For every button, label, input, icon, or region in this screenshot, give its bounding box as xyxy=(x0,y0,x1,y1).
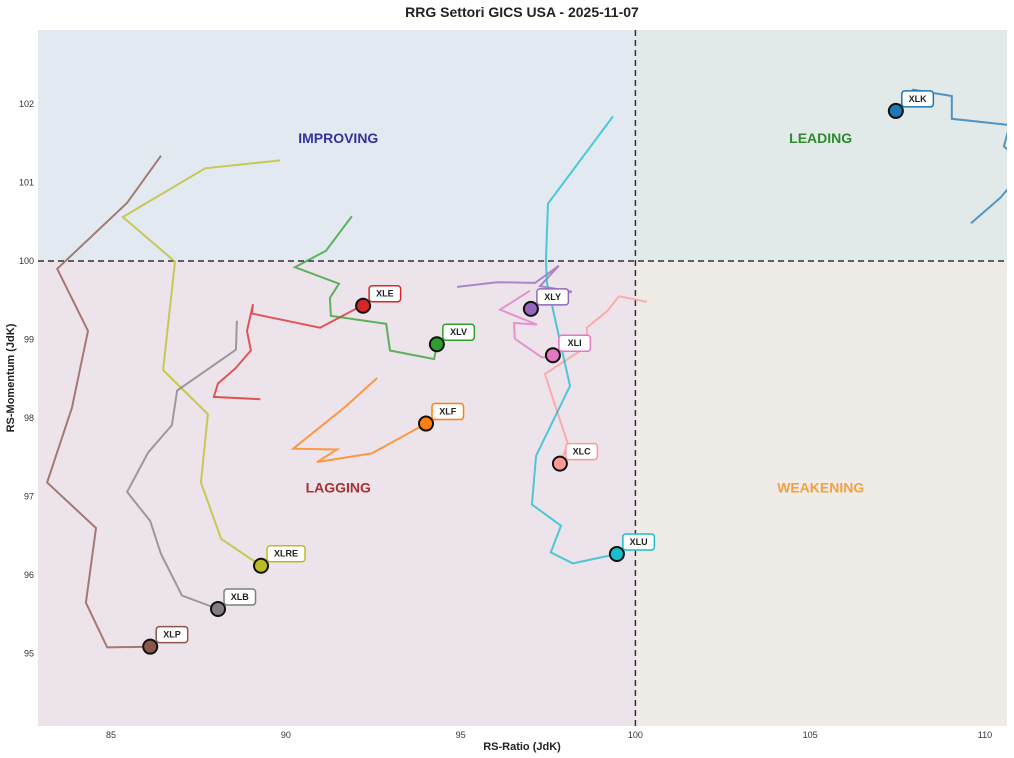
label-xlf: XLF xyxy=(439,407,457,417)
marker-xlre xyxy=(253,557,270,574)
quadrant-leading xyxy=(635,30,1007,261)
axis-ticks: 85 90 95 100 105 110 95 96 97 98 99 100 101 102 xyxy=(19,99,992,740)
quadrant-label-leading: LEADING xyxy=(789,130,852,146)
marker-xlc xyxy=(551,455,568,472)
y-tick-label: 99 xyxy=(24,335,34,345)
y-tick-label: 101 xyxy=(19,177,34,187)
quadrant-lagging xyxy=(38,260,636,726)
label-box-xlc xyxy=(565,442,599,461)
marker-xlv xyxy=(428,336,445,353)
y-tick-label: 102 xyxy=(19,99,34,109)
label-xlp: XLP xyxy=(163,630,181,640)
label-box-xlb xyxy=(223,588,257,606)
marker-xlf xyxy=(418,415,435,432)
trail-xlre xyxy=(121,159,281,567)
label-box-xlp xyxy=(155,625,189,644)
x-tick-label: 90 xyxy=(281,730,291,740)
label-box-xli xyxy=(558,334,592,352)
series-markers: XLK XLE XLV XLF XLY XLI XLC XLU XLRE XLB XLP xyxy=(142,90,935,655)
label-box-xlre xyxy=(266,544,306,563)
y-tick-label: 96 xyxy=(24,570,34,580)
label-xlu: XLU xyxy=(630,537,648,547)
label-xlc: XLC xyxy=(573,447,592,457)
quadrant-improving xyxy=(38,30,636,261)
label-box-xlk xyxy=(901,90,935,108)
chart-title: RRG Settori GICS USA - 2025-11-07 xyxy=(405,4,639,20)
reference-lines xyxy=(38,30,1007,726)
x-tick-label: 95 xyxy=(456,730,466,740)
x-axis-label: RS-Ratio (JdK) xyxy=(483,741,561,753)
trail-xle xyxy=(212,303,364,401)
marker-xlp xyxy=(142,638,159,655)
label-xly: XLY xyxy=(544,292,561,302)
label-xlre: XLRE xyxy=(274,549,298,559)
trail-xlf xyxy=(290,377,427,464)
quadrant-labels: IMPROVING LEADING LAGGING WEAKENING xyxy=(298,130,864,496)
label-box-xlv xyxy=(442,323,476,341)
x-tick-label: 105 xyxy=(803,730,818,740)
marker-xlb xyxy=(210,600,227,617)
y-axis-label: RS-Momentum (JdK) xyxy=(5,323,17,432)
marker-xlk xyxy=(887,102,904,119)
label-xle: XLE xyxy=(376,289,394,299)
trail-xli xyxy=(497,289,554,359)
marker-xly xyxy=(522,300,539,317)
marker-xle xyxy=(355,297,372,314)
label-xli: XLI xyxy=(568,338,582,348)
quadrant-weakening xyxy=(635,260,1007,726)
label-xlv: XLV xyxy=(450,327,467,337)
label-box-xle xyxy=(368,284,402,303)
x-tick-label: 100 xyxy=(628,730,643,740)
trail-xlb xyxy=(125,320,238,610)
label-xlb: XLB xyxy=(231,592,250,602)
label-box-xlu xyxy=(622,533,656,551)
label-xlk: XLK xyxy=(909,94,928,104)
y-tick-label: 98 xyxy=(24,413,34,423)
trail-xlv xyxy=(292,215,438,361)
quadrant-label-improving: IMPROVING xyxy=(298,130,378,146)
y-tick-label: 95 xyxy=(24,649,34,659)
marker-xli xyxy=(544,347,561,364)
quadrant-label-weakening: WEAKENING xyxy=(777,480,864,496)
x-tick-label: 85 xyxy=(106,730,116,740)
trail-xlu xyxy=(530,115,618,565)
quadrant-label-lagging: LAGGING xyxy=(306,480,371,496)
trail-xlp xyxy=(45,155,162,649)
x-tick-label: 110 xyxy=(978,730,992,740)
y-tick-label: 97 xyxy=(24,492,34,502)
label-box-xlf xyxy=(431,402,465,421)
quadrant-backgrounds xyxy=(38,30,1007,726)
label-box-xly xyxy=(536,288,570,306)
y-tick-label: 100 xyxy=(19,256,34,266)
marker-xlu xyxy=(608,545,625,562)
